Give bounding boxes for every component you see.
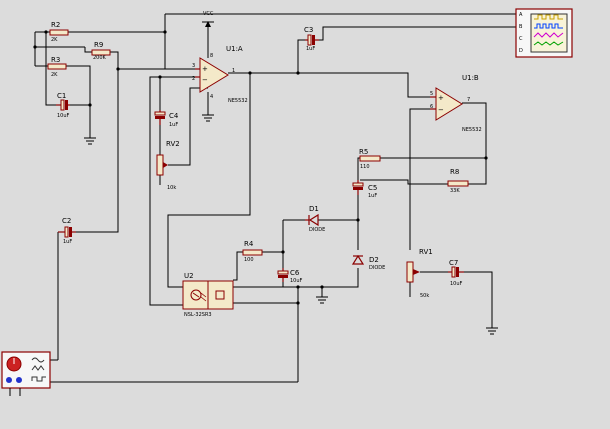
diode-d2[interactable]: D2 DIODE — [351, 254, 385, 271]
scope-channel-c: C — [519, 36, 523, 42]
resistor-r4[interactable]: R4 100 — [242, 240, 263, 263]
c4-value: 1uF — [169, 122, 178, 128]
u1a-minus-sign: − — [202, 76, 208, 84]
rv2-ref: RV2 — [166, 140, 180, 148]
c7-ref: C7 — [449, 259, 458, 267]
r9-ref: R9 — [94, 41, 103, 49]
optocoupler-u2[interactable]: U2 NSL-32SR3 — [182, 272, 234, 318]
r5-ref: R5 — [359, 148, 368, 156]
r3-ref: R3 — [51, 56, 60, 64]
scope-channel-b: B — [519, 24, 523, 30]
u1a-pin-2: 2 — [192, 76, 195, 82]
r4-ref: R4 — [244, 240, 254, 248]
capacitor-c1[interactable]: C1 10uF — [56, 92, 70, 119]
u1b-value: NE5532 — [462, 127, 482, 133]
u2-value: NSL-32SR3 — [184, 312, 212, 318]
r2-ref: R2 — [51, 21, 60, 29]
u1b-minus-sign: − — [438, 106, 444, 114]
c1-ref: C1 — [57, 92, 66, 100]
ground-symbol — [202, 114, 214, 122]
u1b-pin-6: 6 — [430, 104, 433, 110]
c3-value: 1uF — [306, 46, 315, 52]
capacitor-c3[interactable]: C3 1uF — [304, 26, 319, 52]
triangle-wave-icon — [31, 365, 45, 371]
u1a-pin-1: 1 — [232, 68, 235, 74]
r8-ref: R8 — [450, 168, 459, 176]
c6-value: 10uF — [290, 278, 303, 284]
d1-ref: D1 — [309, 205, 319, 213]
capacitor-c6[interactable]: C6 10uF — [277, 268, 303, 284]
u1b-pin-7: 7 — [467, 97, 470, 103]
vcc-terminal[interactable]: VCC — [202, 11, 214, 27]
opamp-u1a[interactable]: + − 3 2 1 8 4 U1:A NE5532 — [192, 45, 248, 104]
capacitor-c5[interactable]: C5 1uF — [352, 180, 377, 199]
resistor-r9[interactable]: R9 200K — [91, 41, 111, 61]
rv1-ref: RV1 — [419, 248, 433, 256]
d1-value: DIODE — [309, 227, 325, 233]
c4-ref: C4 — [169, 112, 179, 120]
resistor-r3[interactable]: R3 2K — [47, 56, 67, 78]
u1a-value: NE5532 — [228, 98, 248, 104]
u1a-pin-8: 8 — [210, 53, 213, 59]
rv2-value: 10k — [167, 185, 176, 191]
scope-channel-d: D — [519, 48, 523, 54]
u1a-pin-4: 4 — [210, 94, 213, 100]
opamp-u1b[interactable]: + − 5 6 7 U1:B NE5532 — [430, 74, 482, 133]
square-wave-icon — [31, 376, 46, 382]
capacitor-c7[interactable]: C7 10uF — [448, 259, 464, 287]
resistor-r2[interactable]: R2 2K — [49, 21, 69, 43]
u1b-plus-sign: + — [438, 94, 444, 102]
u1a-pin-3: 3 — [192, 63, 195, 69]
diode-d1[interactable]: D1 DIODE — [305, 205, 325, 233]
ground-symbol — [84, 137, 96, 145]
ground-symbol — [486, 327, 498, 335]
generator-knob-icon[interactable] — [16, 377, 22, 383]
ground-symbol — [316, 296, 328, 304]
c5-value: 1uF — [368, 193, 377, 199]
c3-ref: C3 — [304, 26, 313, 34]
c2-value: 1uF — [63, 239, 72, 245]
c6-ref: C6 — [290, 269, 300, 277]
r9-value: 200K — [93, 55, 107, 61]
capacitor-c4[interactable]: C4 1uF — [154, 110, 179, 128]
u1a-ref: U1:A — [226, 45, 243, 53]
junction-dots — [33, 30, 488, 305]
resistor-r8[interactable]: R8 33K — [447, 168, 469, 194]
scope-channel-a: A — [519, 12, 523, 18]
generator-knob-icon[interactable] — [6, 377, 12, 383]
r8-value: 33K — [450, 188, 460, 194]
c5-ref: C5 — [368, 184, 377, 192]
u1b-ref: U1:B — [462, 74, 479, 82]
c1-value: 10uF — [57, 113, 70, 119]
resistor-r5[interactable]: R5 110 — [359, 148, 381, 170]
d2-value: DIODE — [369, 265, 385, 271]
u2-ref: U2 — [184, 272, 194, 280]
rv1-value: 50k — [420, 293, 429, 299]
r2-value: 2K — [51, 37, 58, 43]
sine-wave-icon — [31, 357, 45, 363]
r3-value: 2K — [51, 72, 58, 78]
potentiometer-rv1[interactable]: RV1 50k — [406, 248, 433, 299]
u1a-plus-sign: + — [202, 65, 208, 73]
capacitor-c2[interactable]: C2 1uF — [58, 217, 76, 245]
r5-value: 110 — [360, 164, 370, 170]
c2-ref: C2 — [62, 217, 71, 225]
oscilloscope[interactable]: A B C D — [515, 8, 573, 58]
r4-value: 100 — [244, 257, 254, 263]
c7-value: 10uF — [450, 281, 463, 287]
wires — [34, 13, 516, 383]
signal-generator[interactable] — [1, 351, 51, 396]
u1b-pin-5: 5 — [430, 91, 433, 97]
potentiometer-rv2[interactable]: RV2 10k — [156, 140, 180, 191]
d2-ref: D2 — [369, 256, 379, 264]
vcc-label: VCC — [203, 11, 214, 17]
